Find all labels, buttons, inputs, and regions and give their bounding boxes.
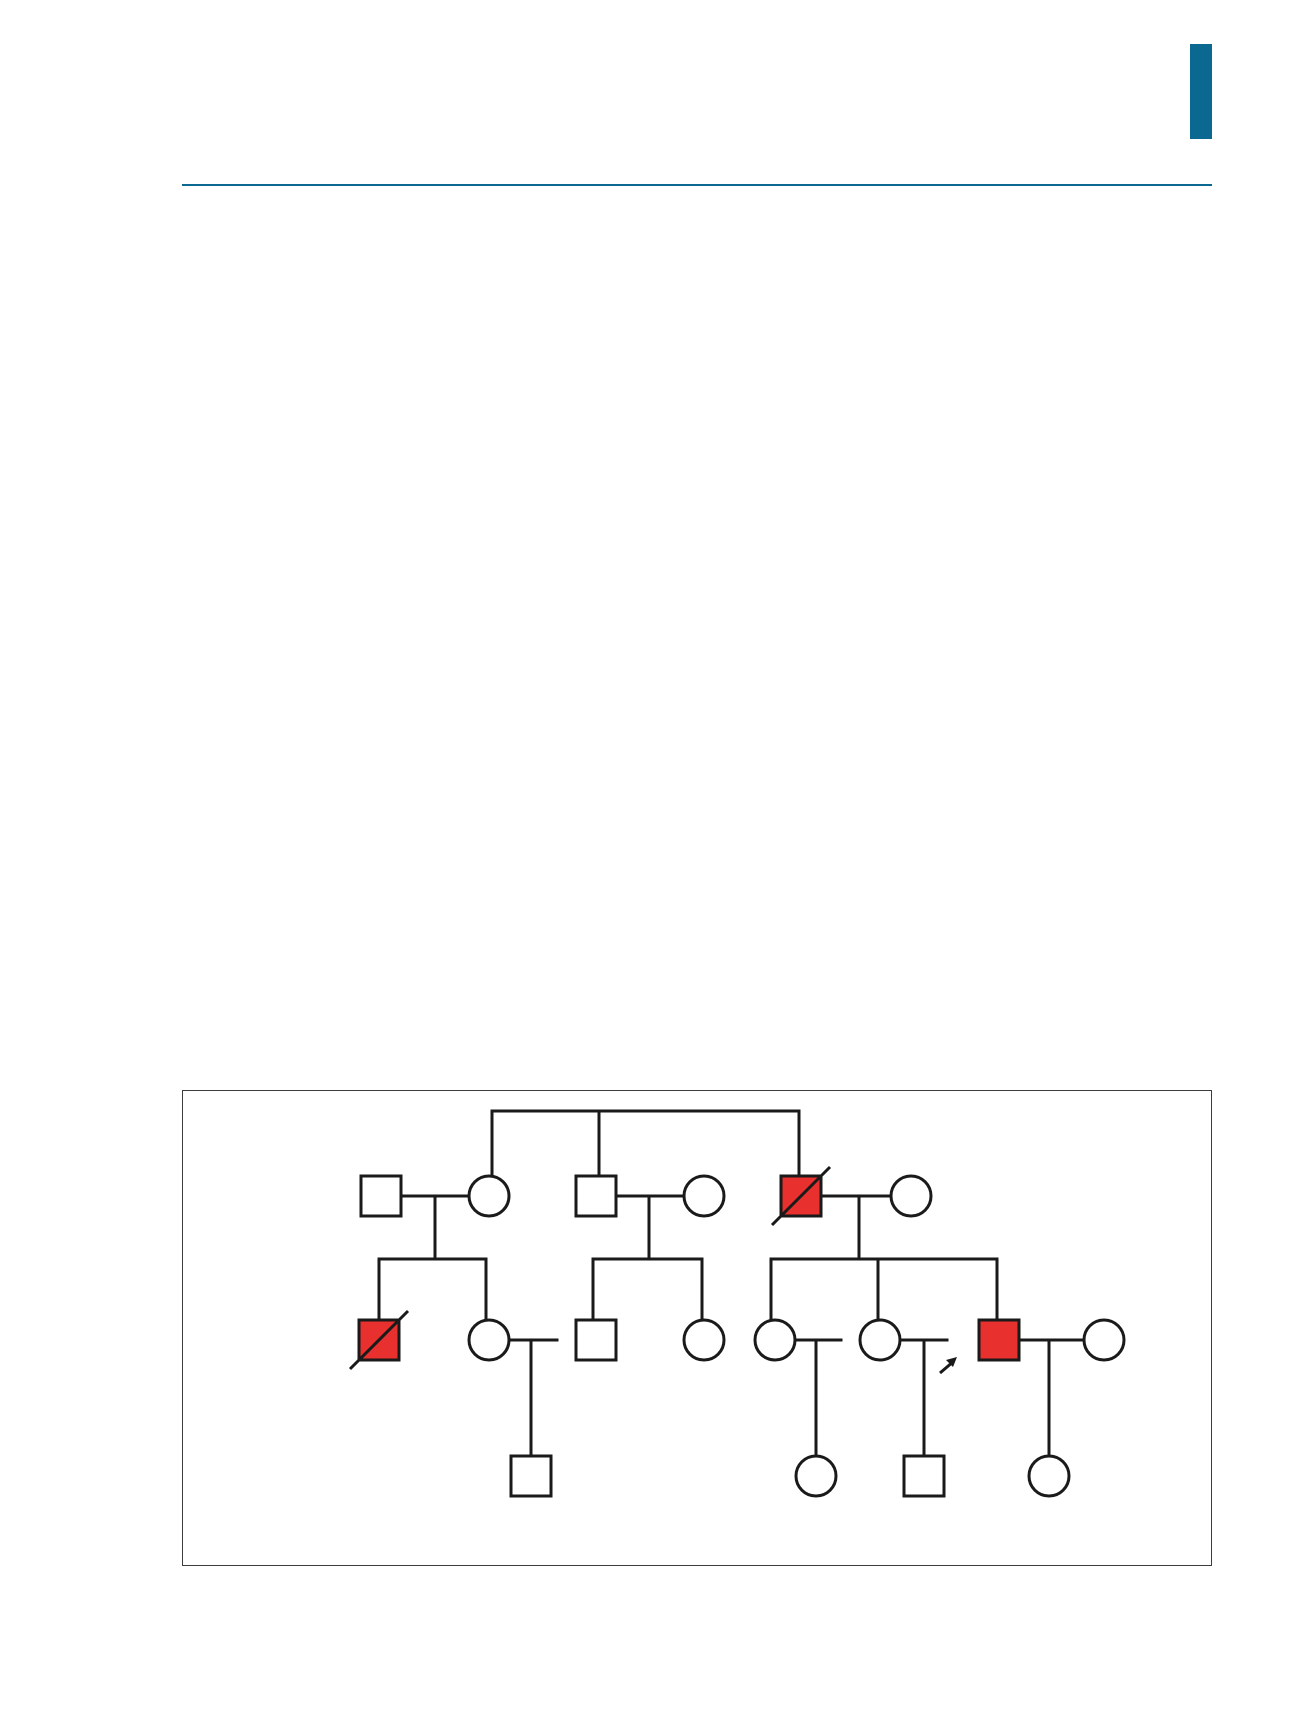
- accent-bar: [1190, 44, 1212, 139]
- male-square: [574, 1318, 618, 1362]
- proband-arrow-head: [946, 1357, 957, 1367]
- deceased-slash: [348, 1309, 410, 1371]
- female-circle: [467, 1318, 511, 1362]
- pedigree-figure: [182, 1090, 1212, 1566]
- pedigree-chart: [348, 1109, 1126, 1498]
- male-square: [359, 1174, 403, 1218]
- female-circle: [467, 1174, 511, 1218]
- deceased-slash: [770, 1165, 832, 1227]
- male-square: [574, 1174, 618, 1218]
- female-circle: [889, 1174, 933, 1218]
- female-circle: [858, 1318, 902, 1362]
- male-square: [509, 1454, 553, 1498]
- male-square: [902, 1454, 946, 1498]
- female-circle: [1027, 1454, 1071, 1498]
- female-circle: [753, 1318, 797, 1362]
- female-circle: [1082, 1318, 1126, 1362]
- header-rule: [182, 184, 1212, 186]
- affected-male-square: [977, 1318, 1021, 1362]
- female-circle: [682, 1318, 726, 1362]
- female-circle: [682, 1174, 726, 1218]
- female-circle: [794, 1454, 838, 1498]
